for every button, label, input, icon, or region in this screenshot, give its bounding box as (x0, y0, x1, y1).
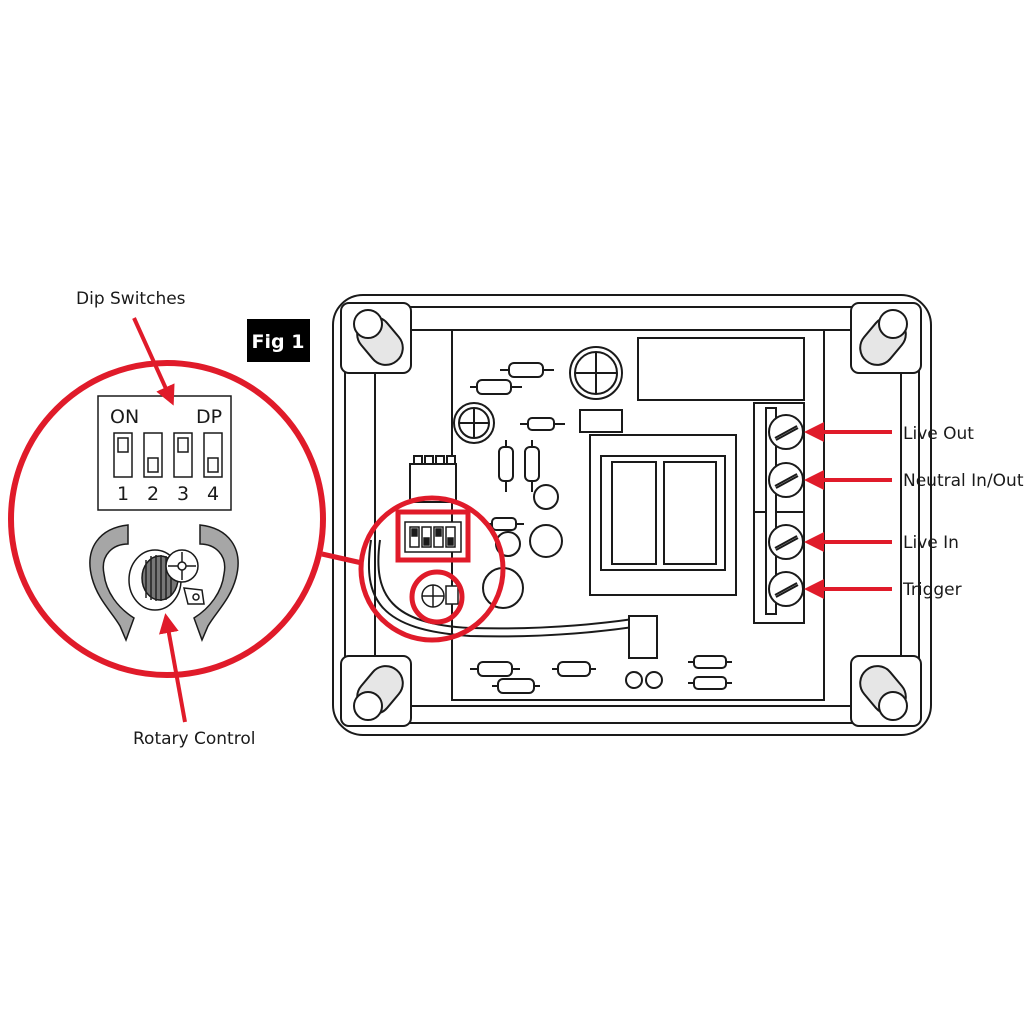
callout-arrows (132, 317, 892, 723)
dip-switch-3: 3 (173, 432, 193, 505)
pcb-components (367, 337, 805, 694)
resistor (688, 655, 732, 669)
terminal-label-trigger: Trigger (902, 580, 962, 600)
figure-badge: Fig 1 (247, 319, 310, 362)
dip-switch-highlight-box (395, 509, 471, 563)
terminal-screw-live-out (768, 414, 804, 450)
corner-screws (340, 302, 922, 727)
dip-switch-knob (117, 437, 129, 453)
dip-switch-number: 3 (177, 483, 189, 505)
potentiometer-highlight-circle (409, 569, 465, 625)
terminal-screw-neutral (768, 462, 804, 498)
board-dip-switch (404, 521, 462, 553)
terminal-screws (768, 414, 804, 607)
resistor (524, 440, 540, 492)
resistor (485, 517, 524, 531)
resistor (520, 417, 565, 431)
terminal-screw-trigger (768, 571, 804, 607)
resistor (552, 661, 596, 677)
magnifier-connector (321, 551, 363, 566)
corner-screw-top-right (850, 302, 922, 374)
dip-switch-knob (147, 457, 159, 473)
dip-dp-label: DP (196, 406, 222, 428)
board-highlight-circle (358, 495, 506, 643)
magnifier-circle (8, 360, 326, 678)
resistor (492, 678, 540, 694)
resistor (470, 661, 520, 677)
dip-switch-knob (207, 457, 219, 473)
dip-switches-label: Dip Switches (76, 289, 186, 309)
rotation-arrow-right-icon (193, 524, 239, 643)
dip-switch-number: 2 (147, 483, 159, 505)
board-highlights (358, 495, 506, 643)
corner-screw-top-left (340, 302, 412, 374)
terminal-screw-live-in (768, 524, 804, 560)
terminal-label-neutral: Neutral In/Out (903, 471, 1024, 491)
figure-badge-text: Fig 1 (252, 331, 305, 353)
dip-switch-number: 4 (207, 483, 219, 505)
terminal-label-live-in: Live In (903, 533, 959, 553)
rotary-control-arrow (159, 613, 187, 723)
rotation-arrow-left-icon (89, 524, 135, 643)
corner-screw-bottom-left (340, 655, 412, 727)
dip-switch-number: 1 (117, 483, 129, 505)
dip-switch-4: 4 (203, 432, 223, 505)
terminal-label-live-out: Live Out (903, 424, 974, 444)
dip-switch-knob (177, 437, 189, 453)
resistor (470, 379, 522, 395)
resistor (498, 440, 514, 492)
rotary-control-label: Rotary Control (133, 729, 255, 749)
rotary-control (89, 524, 239, 643)
potentiometer-knob (128, 549, 205, 611)
dip-switches-arrow (132, 317, 175, 406)
resistor (688, 676, 732, 690)
corner-screw-bottom-right (850, 655, 922, 727)
board-potentiometer (421, 584, 459, 608)
dip-switch-1: 1 (113, 432, 133, 505)
dip-switch-2: 2 (143, 432, 163, 505)
dip-on-label: ON (110, 406, 139, 428)
resistor (500, 362, 554, 378)
